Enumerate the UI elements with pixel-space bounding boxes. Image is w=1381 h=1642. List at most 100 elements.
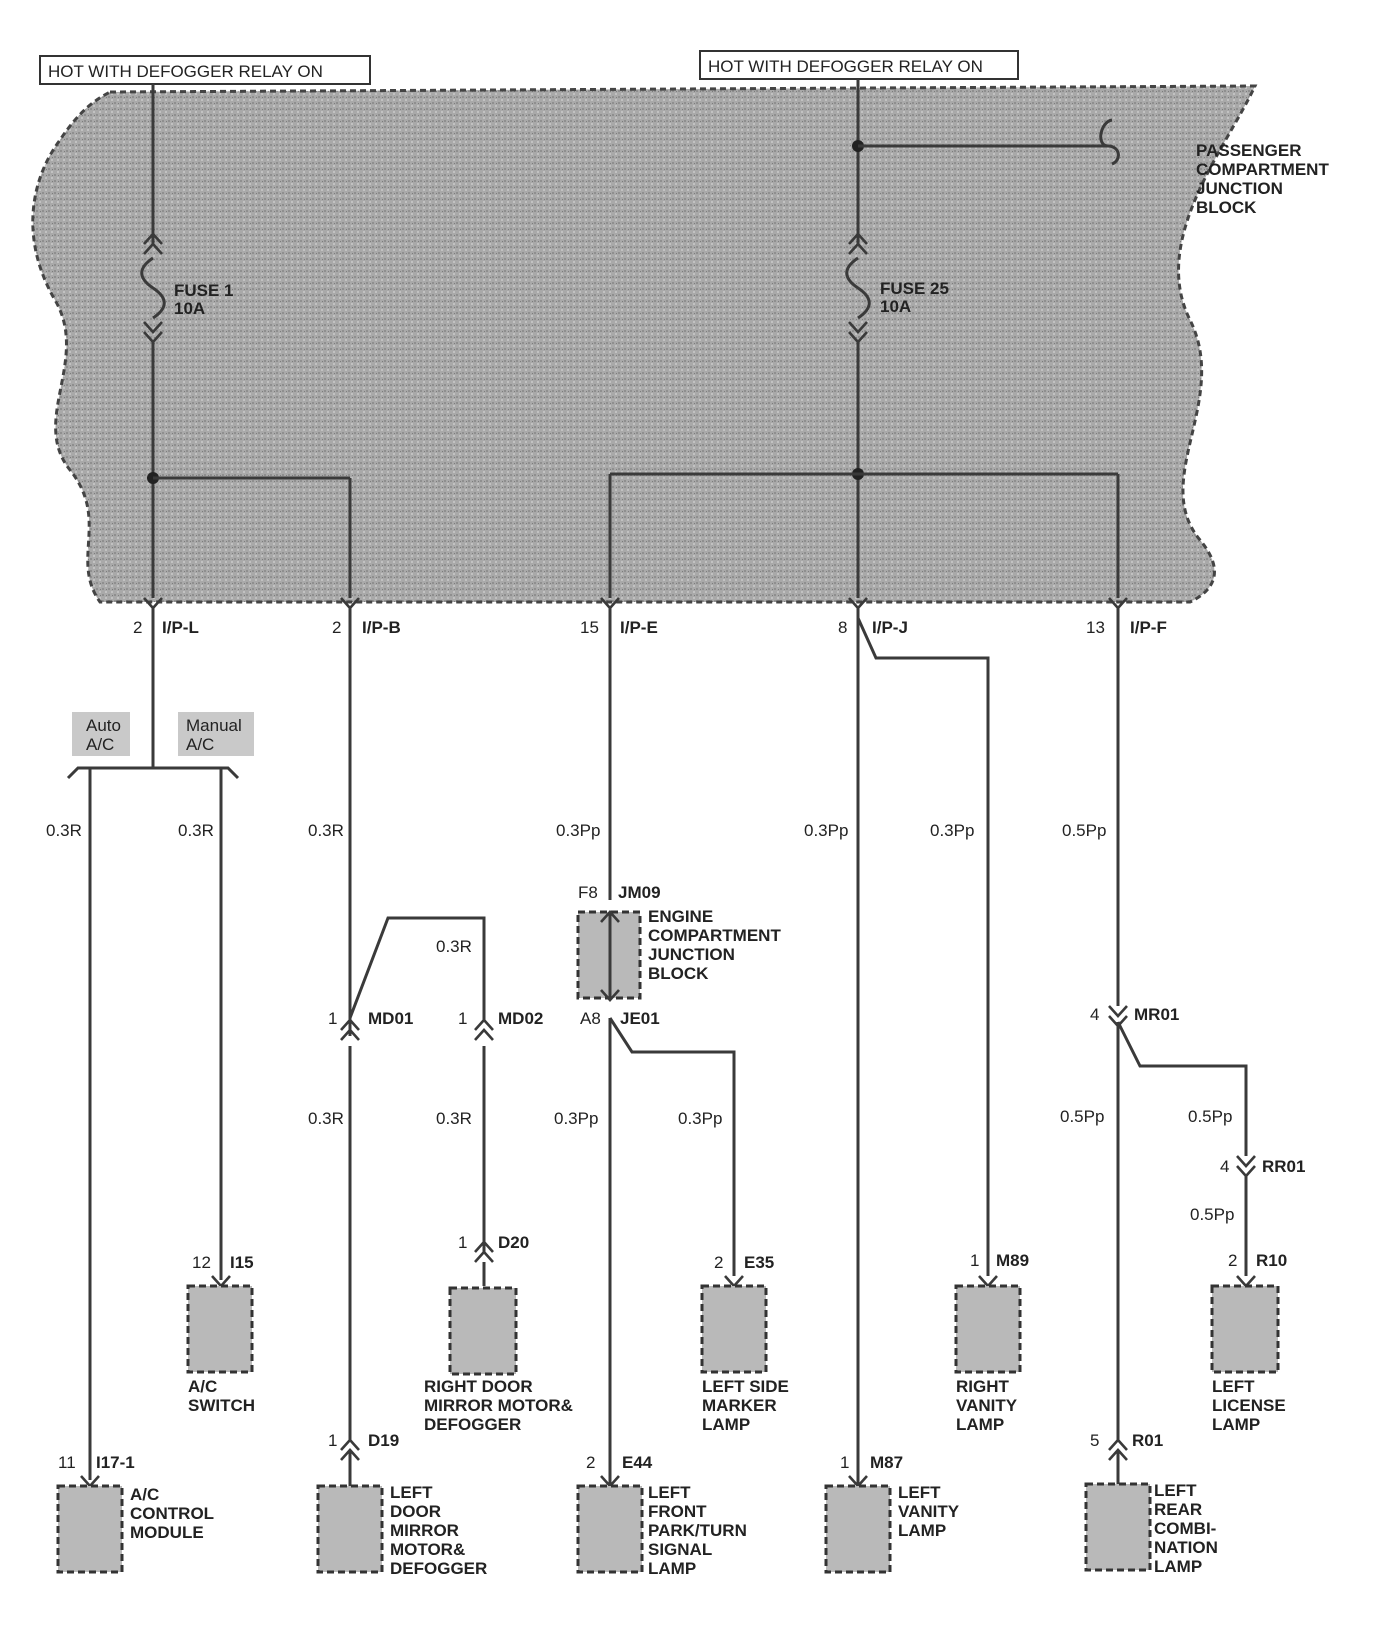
svg-text:A/C: A/C: [188, 1377, 217, 1396]
left-front-park-lamp-label: LEFT FRONT PARK/TURN SIGNAL LAMP: [648, 1483, 747, 1578]
engine-junction-block-label: ENGINE COMPARTMENT JUNCTION BLOCK: [648, 907, 781, 983]
wire-label-ipb-upper: 0.3R: [308, 821, 344, 840]
conn-d20-pin: 1: [458, 1233, 467, 1252]
junction-block-line: PASSENGER: [1196, 141, 1302, 160]
mr01-chevron: [1108, 1005, 1128, 1028]
right-door-mirror-label: RIGHT DOOR MIRROR MOTOR& DEFOGGER: [424, 1377, 573, 1434]
conn-ipj-pin: 8: [838, 618, 847, 637]
conn-je01-id: JE01: [620, 1009, 660, 1028]
conn-ipl-pin: 2: [133, 618, 142, 637]
svg-text:LEFT: LEFT: [1154, 1481, 1197, 1500]
svg-text:FRONT: FRONT: [648, 1502, 707, 1521]
supply-right-label: HOT WITH DEFOGGER RELAY ON: [708, 57, 983, 76]
vanity-wires: [856, 608, 990, 1486]
wire-label-ipb-lower: 0.3R: [308, 1109, 344, 1128]
passenger-junction-block-area: [31, 84, 1258, 604]
svg-text:MOTOR&: MOTOR&: [390, 1540, 465, 1559]
svg-text:MODULE: MODULE: [130, 1523, 204, 1542]
fuse25-circuit: [608, 79, 1120, 598]
junction-block-line: COMPARTMENT: [1196, 160, 1329, 179]
fuse1-name: FUSE 1: [174, 281, 234, 300]
left-rear-combination-lamp-label: LEFT REAR COMBI- NATION LAMP: [1154, 1481, 1218, 1576]
conn-ipf-pin: 13: [1086, 618, 1105, 637]
svg-text:CONTROL: CONTROL: [130, 1504, 214, 1523]
conn-m87-id: M87: [870, 1453, 903, 1472]
conn-md02-id: MD02: [498, 1009, 543, 1028]
svg-text:DEFOGGER: DEFOGGER: [390, 1559, 487, 1578]
conn-mr01-id: MR01: [1134, 1005, 1179, 1024]
conn-md01-pin: 1: [328, 1009, 337, 1028]
left-license-lamp-box: [1210, 1284, 1280, 1374]
svg-text:VANITY: VANITY: [898, 1502, 960, 1521]
conn-m89-id: M89: [996, 1251, 1029, 1270]
conn-ipb-pin: 2: [332, 618, 341, 637]
conn-rr01-id: RR01: [1262, 1157, 1305, 1176]
wire-label-ipj-main: 0.3Pp: [804, 821, 848, 840]
wire-label-e35-branch: 0.3Pp: [678, 1109, 722, 1128]
conn-je01-pin: A8: [580, 1009, 601, 1028]
svg-text:LAMP: LAMP: [1154, 1557, 1202, 1576]
auto-ac-option-box: [72, 712, 130, 756]
svg-text:JUNCTION: JUNCTION: [648, 945, 735, 964]
svg-text:ENGINE: ENGINE: [648, 907, 713, 926]
conn-e35-id: E35: [744, 1253, 774, 1272]
wire-label-je01-lower: 0.3Pp: [554, 1109, 598, 1128]
conn-d19-id: D19: [368, 1431, 399, 1450]
conn-ipb-id: I/P-B: [362, 618, 401, 637]
ac-switch-label: A/C SWITCH: [188, 1377, 255, 1415]
svg-text:COMPARTMENT: COMPARTMENT: [648, 926, 781, 945]
svg-text:REAR: REAR: [1154, 1500, 1202, 1519]
ac-switch-box: [186, 1284, 254, 1374]
rr01-chevron: [1236, 1155, 1256, 1178]
conn-ipf-id: I/P-F: [1130, 618, 1167, 637]
auto-ac-label-2: A/C: [86, 735, 114, 754]
manual-ac-label-1: Manual: [186, 716, 242, 735]
conn-r10-pin: 2: [1228, 1251, 1237, 1270]
svg-text:LAMP: LAMP: [898, 1521, 946, 1540]
svg-text:RIGHT DOOR: RIGHT DOOR: [424, 1377, 533, 1396]
conn-i15-pin: 12: [192, 1253, 211, 1272]
svg-text:BLOCK: BLOCK: [648, 964, 709, 983]
fuse1-rating: 10A: [174, 299, 205, 318]
fuse25-name: FUSE 25: [880, 279, 949, 298]
conn-rr01-pin: 4: [1220, 1157, 1229, 1176]
conn-i17-pin: 11: [58, 1453, 76, 1472]
svg-text:RIGHT: RIGHT: [956, 1377, 1010, 1396]
fuse1-circuit: [140, 84, 352, 598]
mirror-wires: [348, 608, 486, 1486]
right-vanity-lamp-box: [954, 1284, 1022, 1374]
right-vanity-lamp-label: RIGHT VANITY LAMP: [956, 1377, 1018, 1434]
supply-left-box: [39, 55, 371, 85]
left-side-marker-lamp-label: LEFT SIDE MARKER LAMP: [702, 1377, 789, 1434]
svg-text:NATION: NATION: [1154, 1538, 1218, 1557]
conn-md02-pin: 1: [458, 1009, 467, 1028]
svg-text:COMBI-: COMBI-: [1154, 1519, 1216, 1538]
wire-label-ipf-upper: 0.5Pp: [1062, 821, 1106, 840]
wire-label-ipj-branch: 0.3Pp: [930, 821, 974, 840]
conn-d19-pin: 1: [328, 1431, 337, 1450]
manual-ac-option-box: [178, 712, 254, 756]
svg-text:LICENSE: LICENSE: [1212, 1396, 1286, 1415]
conn-md01-id: MD01: [368, 1009, 413, 1028]
md01-chevron: [340, 1018, 360, 1041]
right-door-mirror-box: [448, 1286, 518, 1376]
left-rear-combination-lamp-box: [1084, 1482, 1152, 1572]
left-vanity-lamp-label: LEFT VANITY LAMP: [898, 1483, 960, 1540]
svg-text:LAMP: LAMP: [956, 1415, 1004, 1434]
conn-ipe-pin: 15: [580, 618, 599, 637]
svg-text:LEFT SIDE: LEFT SIDE: [702, 1377, 789, 1396]
conn-e44-pin: 2: [586, 1453, 595, 1472]
manual-ac-label-2: A/C: [186, 735, 214, 754]
junction-block-line: BLOCK: [1196, 198, 1257, 217]
wire-label-md-jumper: 0.3R: [436, 937, 472, 956]
conn-m89-pin: 1: [970, 1251, 979, 1270]
conn-r01-pin: 5: [1090, 1431, 1099, 1450]
conn-r01-id: R01: [1132, 1431, 1163, 1450]
fuse25-rating: 10A: [880, 297, 911, 316]
d20-chevron: [474, 1240, 494, 1263]
conn-r10-id: R10: [1256, 1251, 1287, 1270]
svg-text:DEFOGGER: DEFOGGER: [424, 1415, 521, 1434]
svg-text:SIGNAL: SIGNAL: [648, 1540, 712, 1559]
